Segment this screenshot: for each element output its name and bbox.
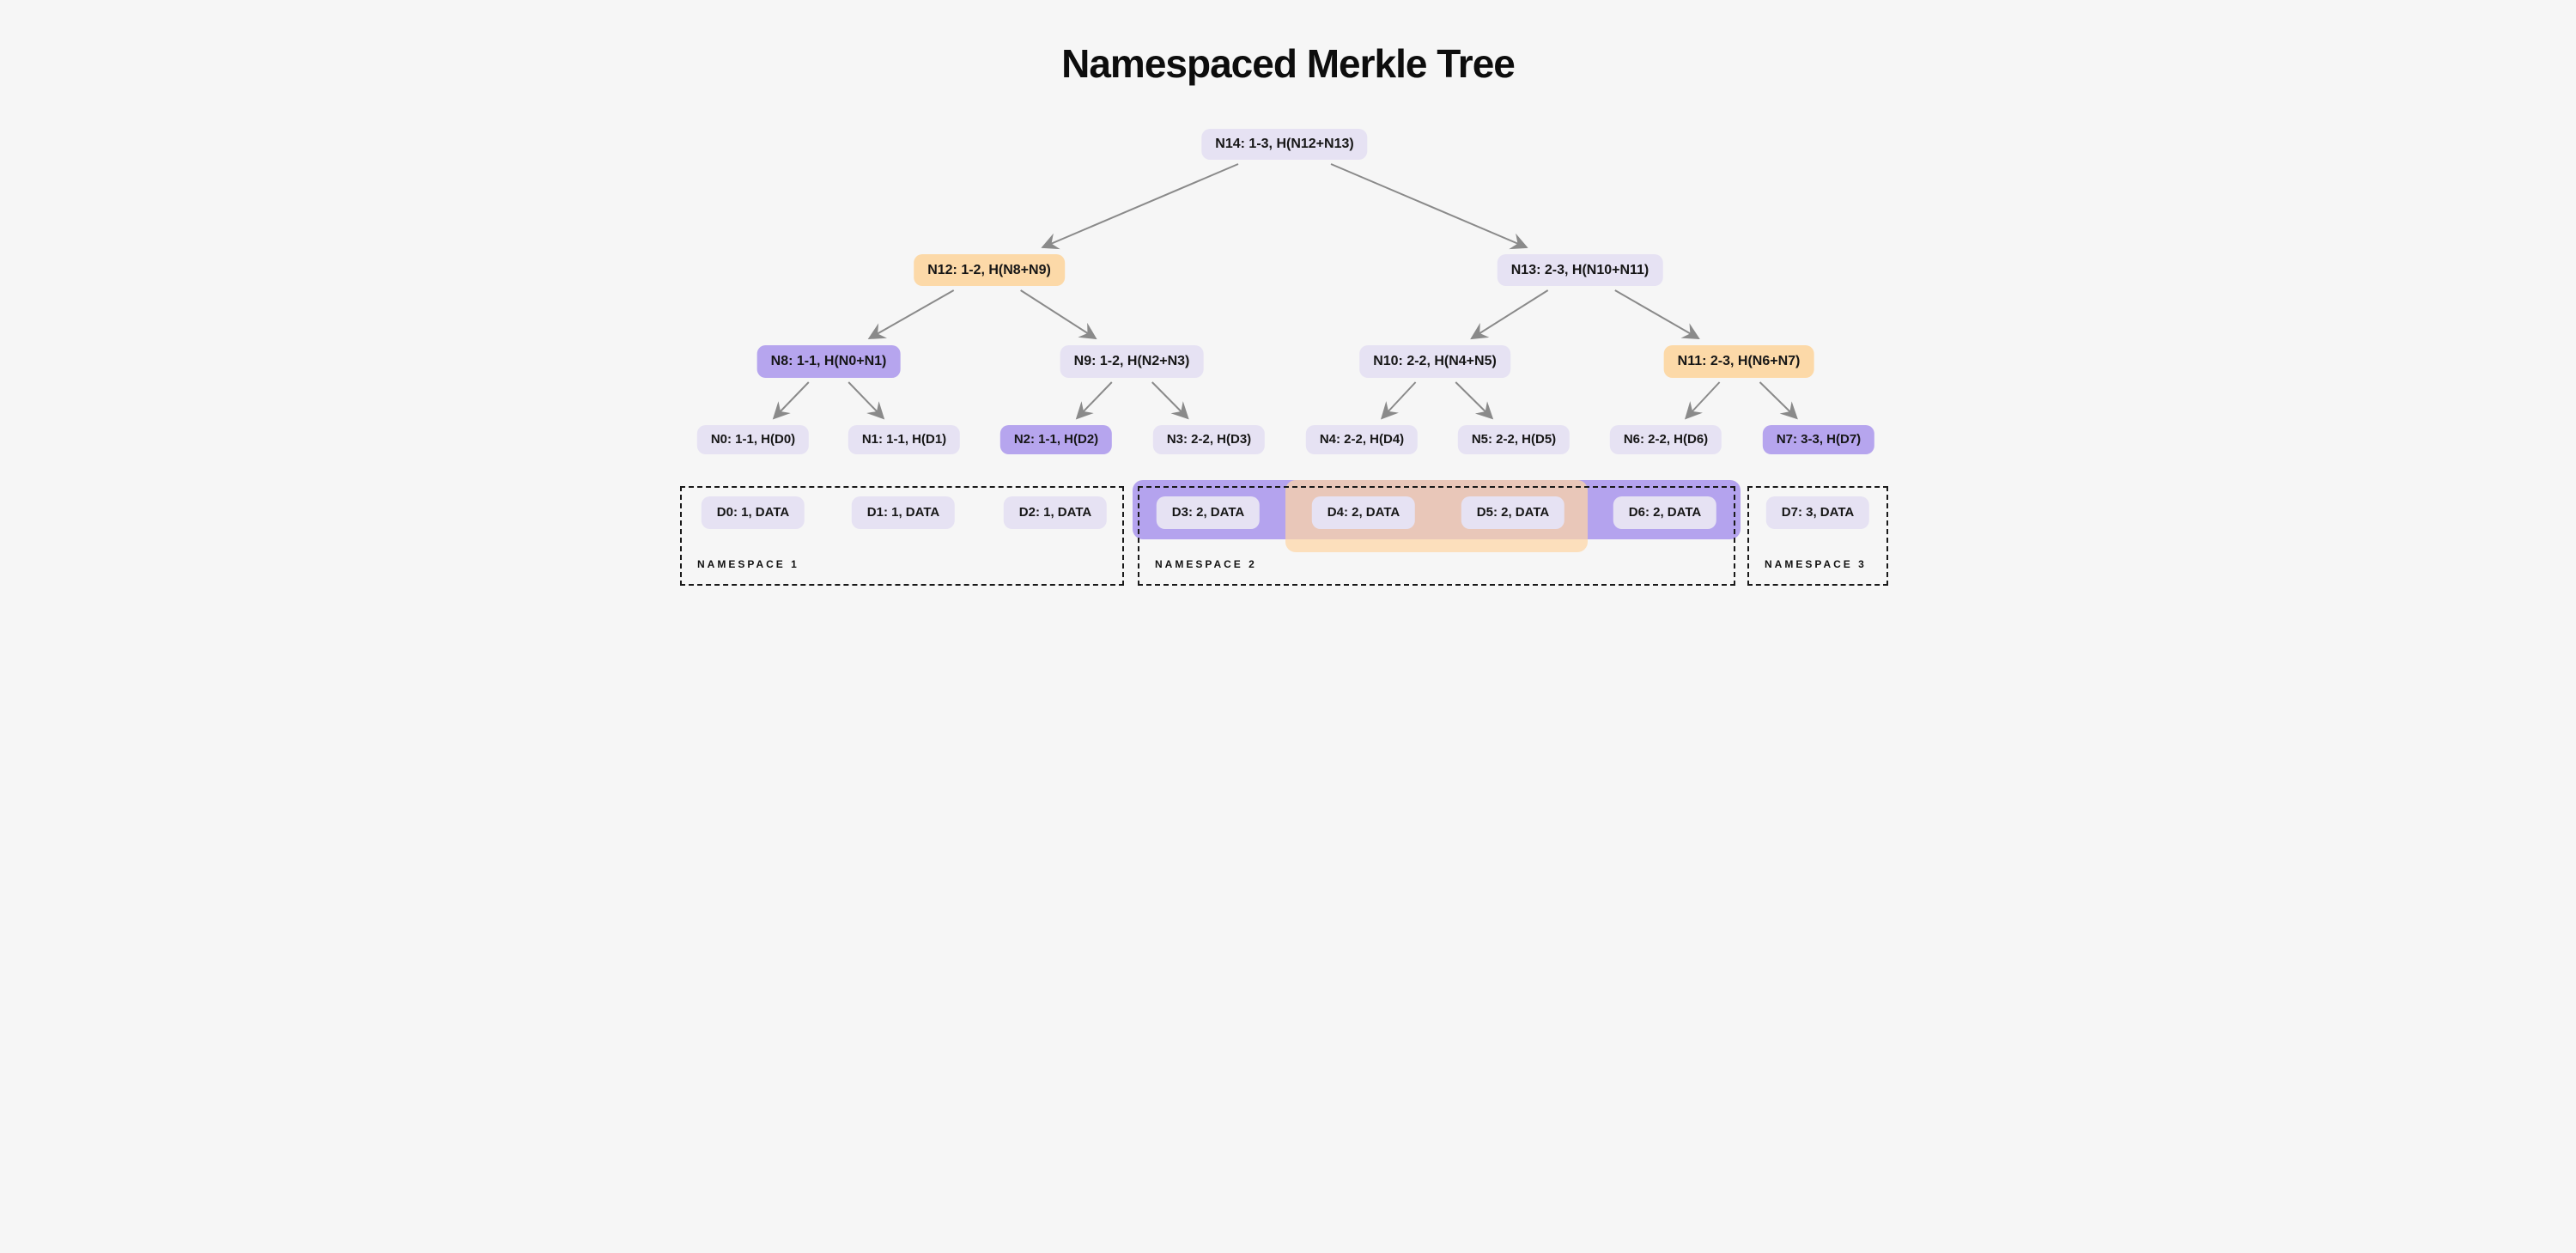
tree-edge-arrows — [772, 163, 1798, 420]
tree-node-n6: N6: 2-2, H(D6) — [1609, 425, 1722, 454]
diagram-title: Namespaced Merkle Tree — [1061, 41, 1516, 86]
namespace-1-label: NAMESPACE 1 — [697, 558, 799, 570]
data-chip-d6: D6: 2, DATA — [1613, 496, 1717, 529]
namespace-3-box: NAMESPACE 3 — [1747, 486, 1888, 586]
tree-node-n14: N14: 1-3, H(N12+N13) — [1201, 129, 1368, 160]
tree-node-n2: N2: 1-1, H(D2) — [999, 425, 1113, 454]
data-chip-d0: D0: 1, DATA — [701, 496, 805, 529]
namespace-2-label: NAMESPACE 2 — [1155, 558, 1257, 570]
tree-node-n1: N1: 1-1, H(D1) — [848, 425, 961, 454]
edge-n14-n12 — [1041, 163, 1239, 250]
tree-node-n10: N10: 2-2, H(N4+N5) — [1359, 345, 1510, 378]
edge-n8-n0 — [772, 381, 810, 420]
edge-n11-n7 — [1759, 381, 1798, 420]
namespaced-merkle-tree-diagram: Namespaced Merkle Tree NAMESPACE 1 NAMES… — [644, 0, 1932, 627]
edge-n12-n8 — [867, 289, 955, 339]
data-chip-d5: D5: 2, DATA — [1461, 496, 1565, 529]
tree-node-n8: N8: 1-1, H(N0+N1) — [756, 345, 901, 378]
data-chip-d1: D1: 1, DATA — [851, 496, 956, 529]
namespace-1-box: NAMESPACE 1 — [680, 486, 1124, 586]
tree-node-n12: N12: 1-2, H(N8+N9) — [914, 254, 1065, 286]
data-chip-d3: D3: 2, DATA — [1156, 496, 1261, 529]
edge-n11-n6 — [1684, 381, 1721, 420]
tree-node-n5: N5: 2-2, H(D5) — [1457, 425, 1571, 454]
tree-node-n11: N11: 2-3, H(N6+N7) — [1663, 345, 1814, 378]
data-chip-d2: D2: 1, DATA — [1003, 496, 1108, 529]
data-chip-d4: D4: 2, DATA — [1311, 496, 1416, 529]
edge-n13-n11 — [1614, 289, 1700, 339]
tree-node-n13: N13: 2-3, H(N10+N11) — [1497, 254, 1663, 286]
data-chip-d7: D7: 3, DATA — [1765, 496, 1870, 529]
edge-n13-n10 — [1470, 289, 1549, 340]
tree-node-n9: N9: 1-2, H(N2+N3) — [1060, 345, 1204, 378]
tree-node-n3: N3: 2-2, H(D3) — [1152, 425, 1266, 454]
edge-n12-n9 — [1020, 289, 1097, 340]
edge-n8-n1 — [848, 381, 885, 420]
edge-n14-n13 — [1330, 163, 1528, 250]
namespace-3-label: NAMESPACE 3 — [1765, 558, 1867, 570]
edge-n10-n4 — [1380, 381, 1417, 420]
edge-n10-n5 — [1455, 381, 1494, 420]
tree-node-n0: N0: 1-1, H(D0) — [696, 425, 810, 454]
edge-n9-n2 — [1075, 381, 1113, 420]
edge-n9-n3 — [1151, 381, 1189, 420]
tree-node-n7: N7: 3-3, H(D7) — [1762, 425, 1875, 454]
tree-node-n4: N4: 2-2, H(D4) — [1305, 425, 1419, 454]
namespace-2-box: NAMESPACE 2 — [1138, 486, 1735, 586]
